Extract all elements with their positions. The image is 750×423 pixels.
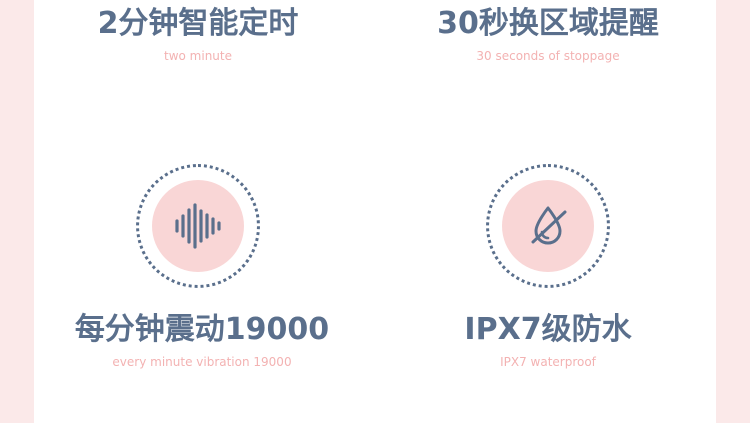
feature-title: 每分钟震动19000	[74, 312, 330, 347]
sound-wave-icon	[175, 203, 221, 249]
feature-title: 30秒换区域提醒	[437, 6, 659, 41]
feature-vibration: 每分钟震动19000 every minute vibration 19000	[68, 312, 336, 370]
no-water-drop-icon	[531, 206, 567, 245]
feature-title: IPX7级防水	[464, 312, 632, 347]
waterproof-icon-disc	[502, 180, 594, 272]
vibration-icon-disc	[152, 180, 244, 272]
feature-subtitle: every minute vibration 19000	[112, 355, 292, 369]
feature-zone-reminder: 30秒换区域提醒 30 seconds of stoppage	[398, 6, 698, 64]
feature-waterproof: IPX7级防水 IPX7 waterproof	[428, 312, 668, 370]
feature-title: 2分钟智能定时	[97, 6, 299, 41]
feature-timer: 2分钟智能定时 two minute	[58, 6, 338, 64]
feature-subtitle: 30 seconds of stoppage	[476, 49, 620, 63]
vibration-icon-ring	[136, 164, 260, 288]
waterproof-icon-ring	[486, 164, 610, 288]
feature-subtitle: two minute	[164, 49, 232, 63]
feature-subtitle: IPX7 waterproof	[500, 355, 596, 369]
